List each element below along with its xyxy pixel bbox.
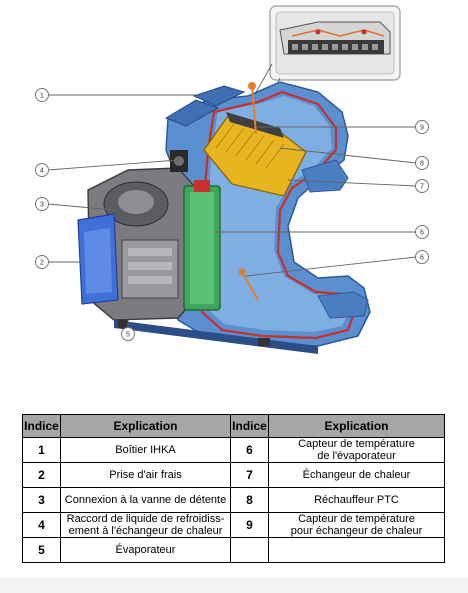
row-empty-text <box>268 537 445 563</box>
row-4-text-line2: ement à l'échangeur de chaleur <box>68 525 223 537</box>
table-row: 4 Raccord de liquide de refroidiss- emen… <box>22 512 445 538</box>
legend-header-row: Indice Explication Indice Explication <box>22 414 445 438</box>
row-9-text-line2: pour échangeur de chaleur <box>290 525 423 537</box>
table-row: 1 Boîtier IHKA 6 Capteur de température … <box>22 437 445 463</box>
callout-7: 7 <box>415 179 429 193</box>
svg-text:5: 5 <box>126 332 130 339</box>
svg-text:9: 9 <box>420 125 424 132</box>
row-8-text: Réchauffeur PTC <box>268 487 445 513</box>
table-row: 2 Prise d'air frais 7 Échangeur de chale… <box>22 462 445 488</box>
svg-text:3: 3 <box>40 202 44 209</box>
header-explication-right: Explication <box>268 414 445 438</box>
svg-text:1: 1 <box>40 93 44 100</box>
svg-text:2: 2 <box>40 260 44 267</box>
legend-table: Indice Explication Indice Explication 1 … <box>22 414 445 563</box>
row-empty-index <box>230 537 269 563</box>
row-3-text: Connexion à la vanne de détente <box>60 487 231 513</box>
svg-text:7: 7 <box>420 184 424 191</box>
callout-5: 5 <box>121 327 135 341</box>
row-9-text-line1: Capteur de température <box>298 513 415 525</box>
row-1-index: 1 <box>22 437 61 463</box>
row-3-index: 3 <box>22 487 61 513</box>
row-6-text-line2: de l'évaporateur <box>317 450 396 462</box>
callout-9: 9 <box>415 120 429 134</box>
callout-3: 3 <box>35 197 49 211</box>
row-4-index: 4 <box>22 512 61 538</box>
callout-8: 8 <box>415 156 429 170</box>
svg-text:8: 8 <box>420 161 424 168</box>
row-6-index: 6 <box>230 437 269 463</box>
svg-text:6: 6 <box>420 230 424 237</box>
row-4-text: Raccord de liquide de refroidiss- ement … <box>60 512 231 538</box>
row-5-text: Évaporateur <box>60 537 231 563</box>
row-9-index: 9 <box>230 512 269 538</box>
row-9-text: Capteur de température pour échangeur de… <box>268 512 445 538</box>
callout-2: 2 <box>35 255 49 269</box>
table-row: 3 Connexion à la vanne de détente 8 Réch… <box>22 487 445 513</box>
bottom-strip <box>0 578 468 593</box>
header-indice-right: Indice <box>230 414 269 438</box>
callout-4: 4 <box>35 163 49 177</box>
callout-6a: 6 <box>415 225 429 239</box>
row-4-text-line1: Raccord de liquide de refroidiss- <box>66 513 225 525</box>
row-2-index: 2 <box>22 462 61 488</box>
row-6-text-line1: Capteur de température <box>298 438 415 450</box>
svg-text:6: 6 <box>420 255 424 262</box>
row-6-text: Capteur de température de l'évaporateur <box>268 437 445 463</box>
hvac-unit-illustration: 1 4 3 2 5 9 8 7 <box>35 5 429 354</box>
row-5-index: 5 <box>22 537 61 563</box>
row-1-text: Boîtier IHKA <box>60 437 231 463</box>
callout-1: 1 <box>35 88 49 102</box>
row-7-index: 7 <box>230 462 269 488</box>
sensor-detail-inset <box>269 5 401 81</box>
table-row: 5 Évaporateur <box>22 537 445 563</box>
header-indice-left: Indice <box>22 414 61 438</box>
header-explication-left: Explication <box>60 414 231 438</box>
callout-6b: 6 <box>415 250 429 264</box>
row-2-text: Prise d'air frais <box>60 462 231 488</box>
row-8-index: 8 <box>230 487 269 513</box>
row-7-text: Échangeur de chaleur <box>268 462 445 488</box>
svg-text:4: 4 <box>40 168 44 175</box>
